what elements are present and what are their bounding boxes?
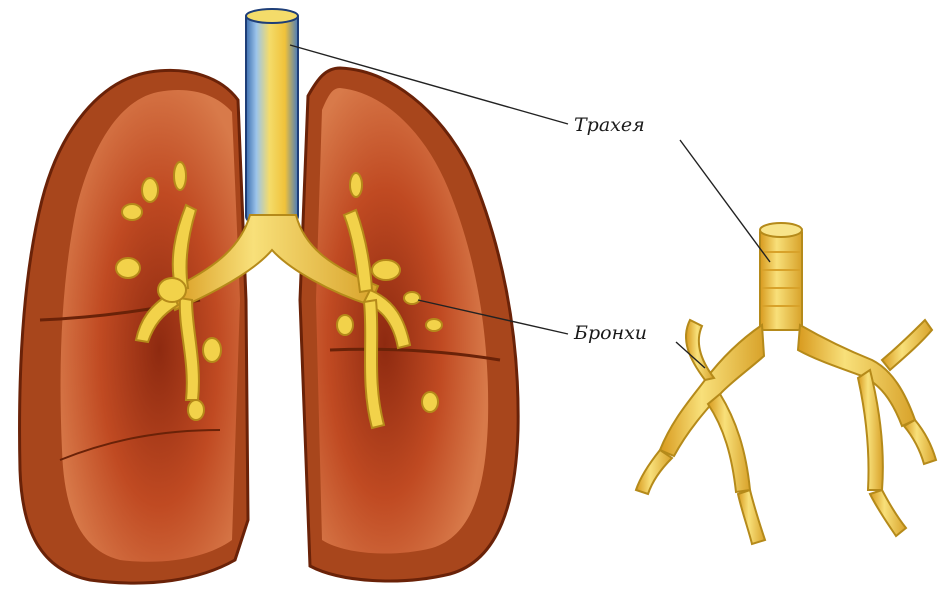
trachea-label: Трахея: [574, 114, 645, 136]
right-lung: [300, 68, 518, 581]
left-lung: [20, 70, 248, 583]
bronchi-label: Бронхи: [574, 322, 647, 344]
trachea-leader-line-right: [680, 140, 770, 262]
trachea-bronchi-standalone: [636, 223, 936, 544]
